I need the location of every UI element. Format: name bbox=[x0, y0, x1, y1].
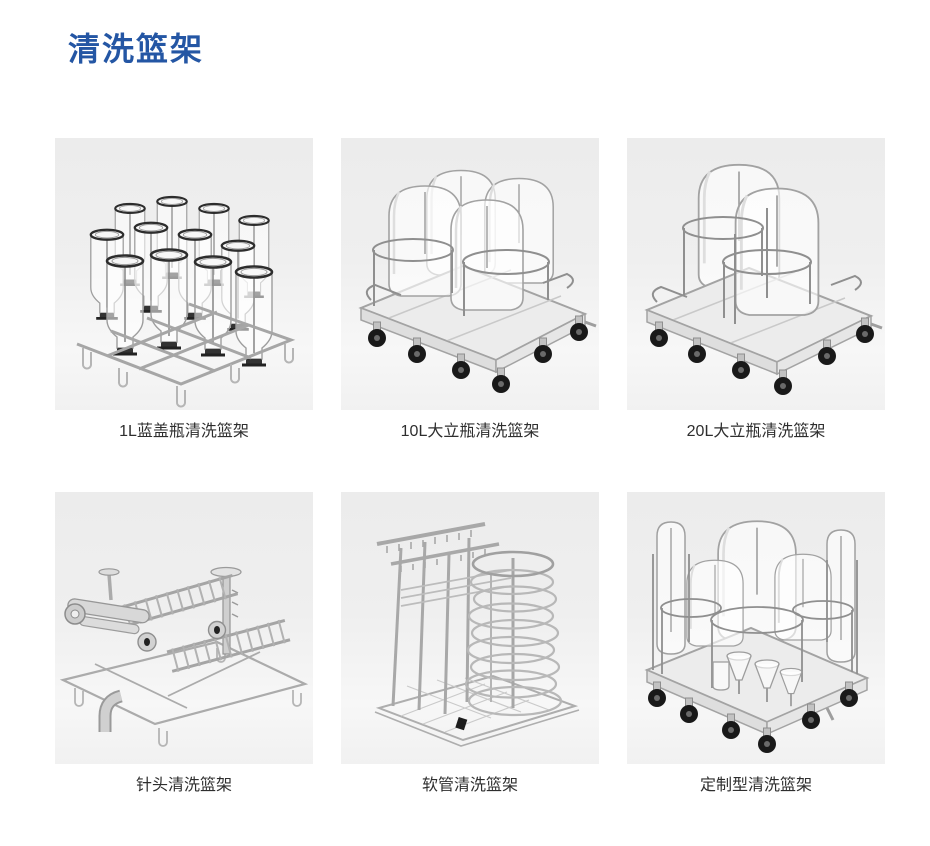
custom-rack-illustration bbox=[644, 519, 870, 754]
page-title: 清洗篮架 bbox=[68, 31, 205, 67]
product-card-custom-rack[interactable]: 定制型清洗篮架 bbox=[627, 492, 885, 796]
carboy-cart-illustration bbox=[358, 169, 597, 394]
needle-rack-illustration bbox=[59, 566, 309, 747]
product-card-20l-carboy-cart[interactable]: 20L大立瓶清洗篮架 bbox=[627, 138, 885, 442]
product-image-needle-rack bbox=[55, 492, 313, 764]
product-image-hose-rack bbox=[341, 492, 599, 764]
bottle-rack-illustration bbox=[76, 195, 296, 408]
product-image-20l-carboy-cart bbox=[627, 138, 885, 410]
large-carboy-cart-illustration bbox=[644, 163, 883, 396]
product-caption: 软管清洗篮架 bbox=[421, 777, 518, 794]
product-caption: 10L大立瓶清洗篮架 bbox=[400, 423, 540, 440]
product-grid: 1L蓝盖瓶清洗篮架 bbox=[55, 138, 885, 796]
product-image-custom-rack bbox=[627, 492, 885, 764]
product-caption: 20L大立瓶清洗篮架 bbox=[686, 423, 826, 440]
product-card-1l-bottle-rack[interactable]: 1L蓝盖瓶清洗篮架 bbox=[55, 138, 313, 442]
product-card-10l-carboy-cart[interactable]: 10L大立瓶清洗篮架 bbox=[341, 138, 599, 442]
product-card-needle-rack[interactable]: 针头清洗篮架 bbox=[55, 492, 313, 796]
hose-rack-illustration bbox=[374, 522, 580, 747]
product-caption: 定制型清洗篮架 bbox=[699, 777, 812, 794]
product-image-1l-bottle-rack bbox=[55, 138, 313, 410]
product-caption: 针头清洗篮架 bbox=[135, 777, 232, 794]
product-caption: 1L蓝盖瓶清洗篮架 bbox=[119, 423, 249, 440]
product-card-hose-rack[interactable]: 软管清洗篮架 bbox=[341, 492, 599, 796]
product-image-10l-carboy-cart bbox=[341, 138, 599, 410]
